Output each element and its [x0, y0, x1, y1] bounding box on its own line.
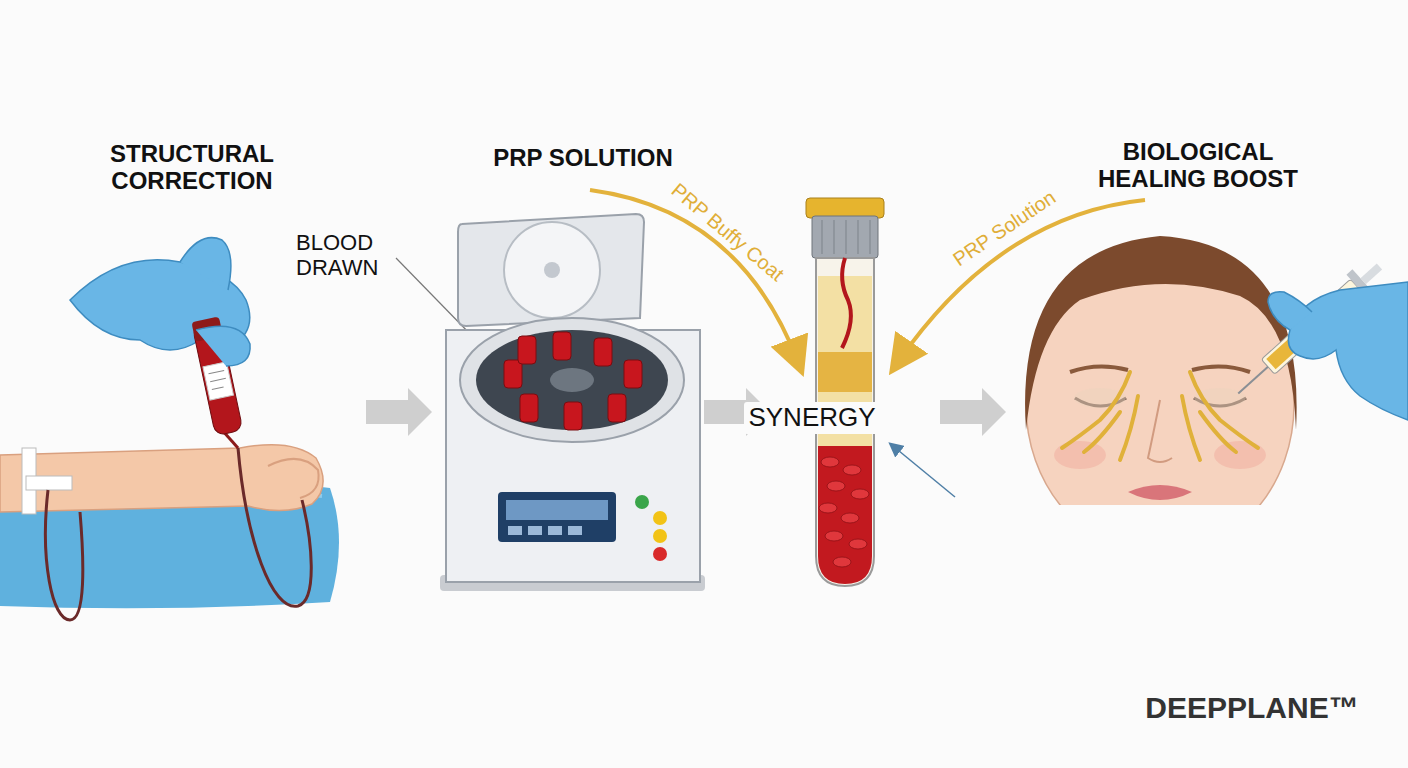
centrifuge-illustration [396, 214, 705, 591]
pointer-arrow-part [893, 446, 955, 497]
arm-illustration-part [203, 362, 234, 400]
centrifuge-illustration-part [548, 526, 562, 535]
watermark: DEEPPLANE™ [1145, 691, 1358, 725]
prp-tube-illustration-part [842, 258, 851, 348]
arm-illustration [0, 238, 339, 620]
prp-tube-illustration-part [843, 465, 861, 475]
face-illustration-part [1214, 441, 1266, 469]
prp-tube-illustration-part [827, 481, 845, 491]
arm-illustration-part [26, 476, 72, 490]
arrow-label: PRP Solution [945, 182, 1064, 273]
arm-illustration-part [0, 445, 323, 512]
prp-tube-illustration-part [819, 503, 837, 513]
prp-tube-illustration-part [821, 457, 839, 467]
arm-illustration-part [210, 378, 226, 381]
centrifuge-illustration-part [446, 330, 700, 582]
centrifuge-illustration-part [506, 500, 608, 520]
face-illustration-part [1084, 412, 1120, 452]
prp-tube-illustration-part [849, 539, 867, 549]
arm-illustration-part [212, 387, 224, 389]
face-illustration-part [1054, 441, 1106, 469]
centrifuge-illustration-part [635, 495, 649, 509]
face-illustration-part [1128, 485, 1192, 500]
face-illustration-part [1062, 372, 1258, 460]
prp-tube-illustration-part [841, 513, 859, 523]
prp-tube-illustration-part [870, 220, 871, 254]
pointer-arrow [893, 446, 955, 497]
face-illustration-part [1190, 372, 1258, 448]
face-illustration-part [1148, 400, 1172, 462]
prp-tube-illustration-part [851, 489, 869, 499]
face-illustration-part [1288, 282, 1408, 420]
callout-label: BLOOD DRAWN [296, 231, 396, 280]
arm-illustration-part [45, 490, 82, 620]
face-illustration-part [1182, 396, 1200, 460]
face-illustration-part [1238, 367, 1268, 394]
face-illustration-part [1360, 263, 1382, 284]
centrifuge-illustration-part [504, 222, 600, 318]
centrifuge-illustration-part [504, 360, 522, 388]
face-illustration-part [1192, 366, 1250, 372]
face-illustration [1025, 236, 1408, 555]
flow-arrow-part [940, 388, 1006, 436]
centrifuge-illustration-part [520, 394, 538, 422]
centrifuge-illustration-part [518, 336, 536, 364]
centrifuge-illustration-part [564, 402, 582, 430]
arm-illustration-part [238, 448, 311, 606]
step-heading: PRP SOLUTION [493, 145, 673, 172]
face-illustration-part [1025, 236, 1297, 430]
prp-tube-illustration-part [819, 457, 869, 567]
centrifuge-illustration-part [508, 526, 522, 535]
face-illustration-part [1268, 292, 1312, 330]
centrifuge-illustration-part [624, 360, 642, 388]
centrifuge-illustration-part [476, 330, 668, 430]
step-heading: STRUCTURAL CORRECTION [97, 141, 287, 195]
centrifuge-illustration-part [568, 526, 582, 535]
centrifuge-illustration-part [608, 394, 626, 422]
centrifuge-illustration-part [594, 338, 612, 366]
face-illustration-part [1120, 396, 1138, 460]
centrifuge-illustration-part [528, 526, 542, 535]
arrow-label: PRP Buffy Coat [664, 175, 793, 288]
flow-arrow-part [366, 388, 432, 436]
centrifuge-illustration-part [458, 214, 644, 326]
prp-tube-illustration-part [822, 220, 823, 254]
face-illustration-part [1200, 412, 1236, 452]
arm-illustration-part [196, 326, 250, 366]
centrifuge-illustration-part [553, 332, 571, 360]
prp-tube-illustration-part [806, 198, 884, 218]
centrifuge-illustration-part [653, 547, 667, 561]
face-illustration-part [1070, 366, 1128, 372]
centrifuge-illustration-part [498, 492, 616, 542]
centrifuge-illustration-part [550, 368, 594, 392]
centrifuge-illustration-part [544, 262, 560, 278]
step-heading: BIOLOGICAL HEALING BOOST [1068, 139, 1328, 193]
arm-illustration-part [180, 238, 231, 290]
prp-tube-illustration-part [834, 220, 835, 254]
arm-illustration-part [268, 459, 319, 498]
prp-tube-illustration-part [812, 216, 878, 258]
prp-tube-illustration-part [818, 446, 872, 584]
prp-tube-illustration-part [833, 557, 851, 567]
centrifuge-illustration-part [460, 318, 684, 442]
centrifuge-illustration-part [653, 511, 667, 525]
face-illustration-part [1062, 372, 1130, 448]
prp-tube-illustration-part [846, 220, 847, 254]
prp-tube-illustration-part [818, 352, 872, 392]
prp-tube-illustration-part [858, 220, 859, 254]
prp-tube-illustration-part [825, 531, 843, 541]
centrifuge-illustration-part [504, 332, 642, 430]
arm-illustration-part [209, 371, 225, 374]
face-illustration-part [1025, 236, 1297, 505]
prp-tube-illustration [806, 198, 884, 586]
center-label: SYNERGY [744, 402, 879, 433]
centrifuge-illustration-part [653, 529, 667, 543]
